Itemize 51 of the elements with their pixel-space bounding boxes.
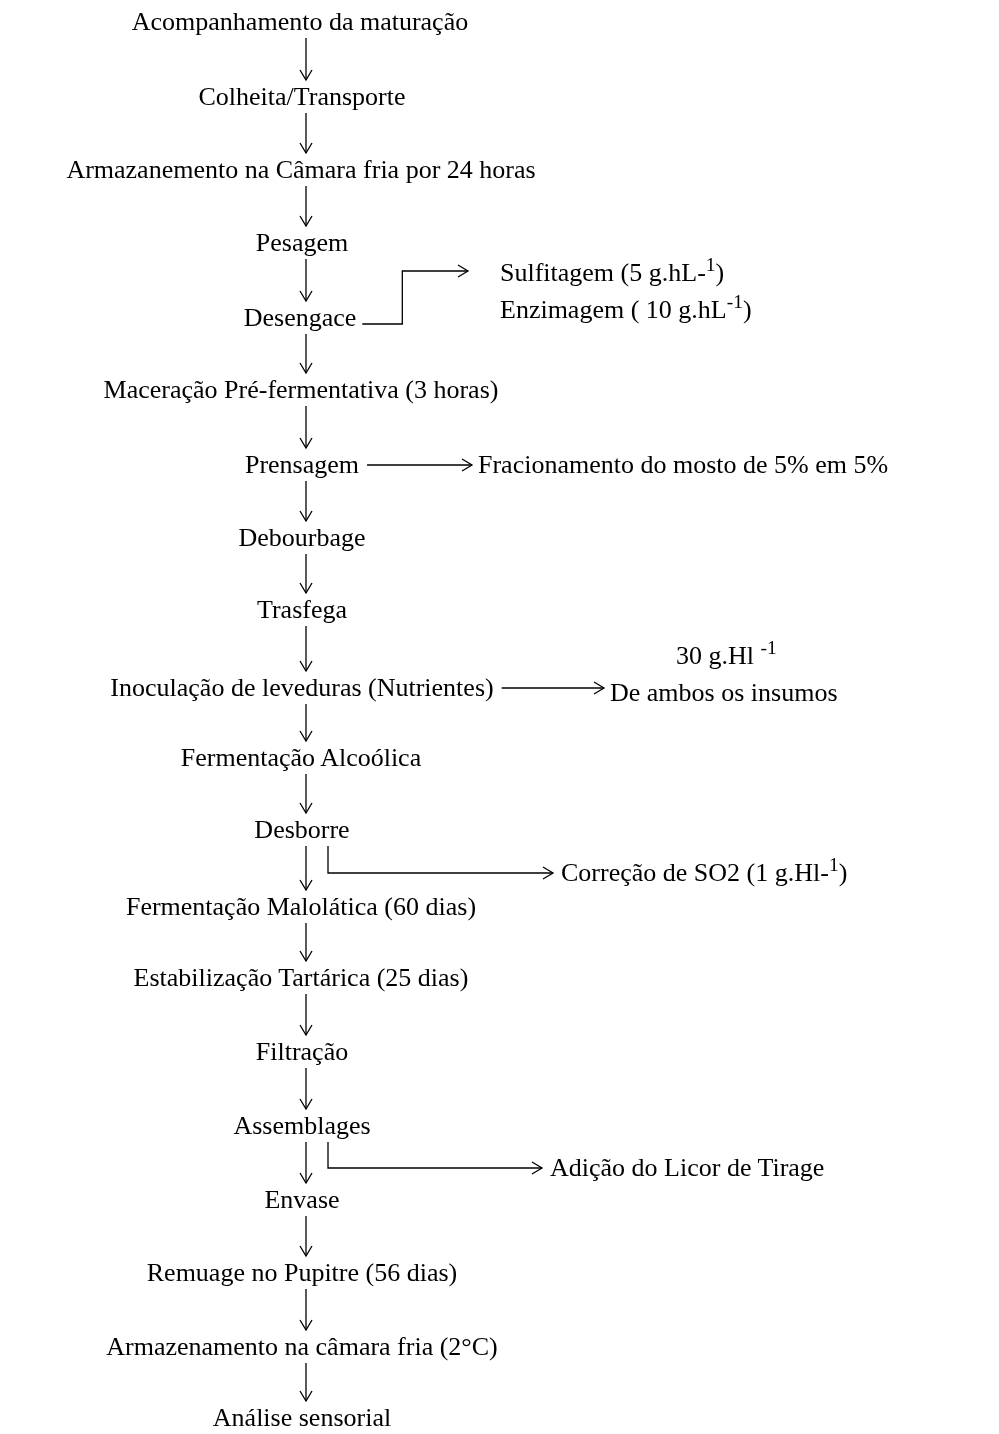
step-text: Remuage no Pupitre (56 dias) bbox=[146, 1258, 458, 1288]
arrow bbox=[299, 480, 313, 522]
arrow bbox=[299, 258, 313, 302]
step-text: Armazenamento na câmara fria (2°C) bbox=[106, 1332, 498, 1362]
step-line: Sulfitagem (5 g.hL-$^{1}$) bbox=[500, 254, 726, 289]
step-text: Maceração Pré-fermentativa (3 horas) bbox=[103, 375, 499, 405]
step-text: Prensagem bbox=[244, 450, 360, 480]
step-text: Adição do Licor de Tirage bbox=[550, 1153, 825, 1183]
arrow bbox=[299, 845, 313, 891]
step-text: Trasfega bbox=[257, 595, 347, 625]
step-text: Fracionamento do mosto de 5% em 5% bbox=[478, 450, 889, 480]
arrow bbox=[501, 681, 605, 695]
step-text: Colheita/Transporte bbox=[198, 82, 406, 112]
step-text: Fermentação Alcoólica bbox=[180, 743, 422, 773]
arrow bbox=[327, 1141, 543, 1175]
step-text: Análise sensorial bbox=[212, 1403, 392, 1433]
step-text: Desborre bbox=[254, 815, 350, 845]
step-text: Estabilização Tartárica (25 dias) bbox=[133, 963, 469, 993]
step-text: Desengace bbox=[243, 303, 357, 333]
step-text: Armazanemento na Câmara fria por 24 horas bbox=[66, 155, 536, 185]
step-text: Inoculação de leveduras (Nutrientes) bbox=[110, 673, 494, 703]
step-text: Fermentação Malolática (60 dias) bbox=[125, 892, 477, 922]
step-line: 30 g.Hl $^{-1}$ bbox=[675, 637, 778, 672]
arrow bbox=[299, 1215, 313, 1257]
arrow bbox=[299, 1362, 313, 1402]
arrow bbox=[299, 553, 313, 594]
step-text: Envase bbox=[264, 1185, 340, 1215]
step-text: Assemblages bbox=[233, 1111, 371, 1141]
step-text: Acompanhamento da maturação bbox=[131, 7, 469, 37]
step-line: Enzimagem ( 10 g.hL$^{-1}$) bbox=[500, 291, 752, 326]
arrow bbox=[299, 1288, 313, 1331]
arrow bbox=[299, 405, 313, 449]
arrow bbox=[299, 185, 313, 227]
arrow bbox=[299, 922, 313, 962]
arrow bbox=[299, 993, 313, 1036]
step-text: Filtração bbox=[255, 1037, 349, 1067]
step-text: Debourbage bbox=[238, 523, 366, 553]
arrow bbox=[299, 773, 313, 814]
arrow bbox=[299, 333, 313, 374]
arrow bbox=[327, 845, 554, 880]
arrow bbox=[299, 703, 313, 742]
arrow bbox=[299, 1067, 313, 1110]
arrow bbox=[299, 112, 313, 154]
arrow bbox=[361, 264, 469, 325]
arrow bbox=[299, 37, 313, 81]
arrow bbox=[299, 1141, 313, 1184]
step-text: Pesagem bbox=[255, 228, 349, 258]
step-text: Correção de SO2 (1 g.Hl-$^{1}$) bbox=[561, 858, 848, 888]
arrow bbox=[366, 458, 473, 472]
step-line: De ambos os insumos bbox=[610, 677, 838, 709]
arrow bbox=[299, 625, 313, 672]
